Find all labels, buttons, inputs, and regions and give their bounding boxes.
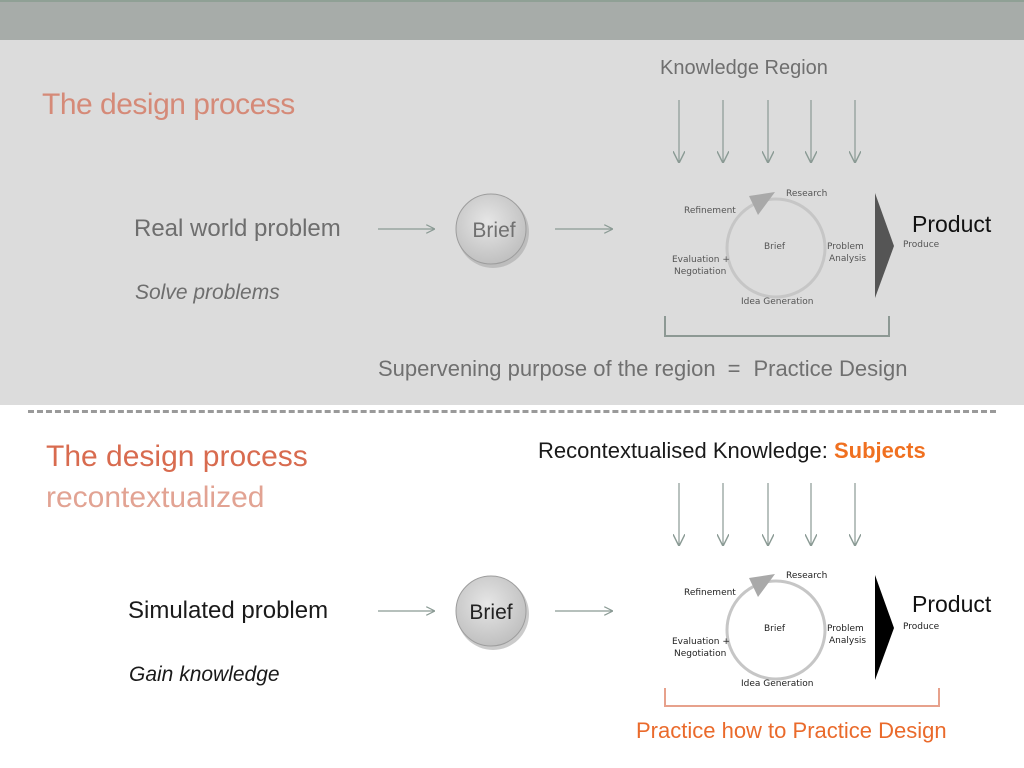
knowledge-region-label: Knowledge Region: [660, 57, 828, 79]
gain-knowledge-label: Gain knowledge: [129, 663, 280, 686]
cycle-problem: Problem: [827, 624, 864, 634]
cycle-negotiation: Negotiation: [674, 649, 726, 659]
subjects-label: Subjects: [833, 438, 926, 463]
product-arrow-icon: [875, 193, 894, 298]
bracket-icon: [664, 316, 890, 337]
bottom-product-label: Product: [912, 591, 992, 617]
simulated-problem-label: Simulated problem: [128, 597, 329, 624]
real-world-problem-label: Real world problem: [134, 215, 341, 242]
summary-left: Supervening purpose of the region: [378, 356, 716, 381]
cycle-analysis: Analysis: [829, 254, 866, 264]
bottom-brief-label: Brief: [469, 601, 512, 624]
bottom-title: The design process: [46, 440, 308, 473]
bottom-brief-circle: Brief: [455, 575, 529, 650]
cycle-research: Research: [786, 571, 827, 581]
top-brief-label: Brief: [472, 219, 515, 242]
cycle-idea-generation: Idea Generation: [741, 297, 814, 307]
summary-equals: =: [727, 356, 741, 381]
recontextualised-knowledge-label: Recontextualised Knowledge: Subjects: [538, 438, 926, 464]
cycle-idea-generation: Idea Generation: [741, 679, 814, 689]
top-brief-circle: Brief: [455, 193, 529, 268]
bracket-icon: [664, 688, 940, 707]
solve-problems-label: Solve problems: [135, 281, 280, 304]
cycle-center-brief: Brief: [764, 242, 786, 252]
product-arrow-icon: [875, 575, 894, 680]
summary-right: Practice Design: [753, 356, 908, 381]
cycle-research: Research: [786, 189, 827, 199]
bottom-produce-label: Produce: [903, 622, 940, 632]
cycle-analysis: Analysis: [829, 636, 866, 646]
top-design-cycle: Research Refinement Brief Problem Analys…: [672, 189, 866, 307]
practice-summary: Practice how to Practice Design: [636, 718, 947, 743]
top-title: The design process: [42, 88, 295, 121]
cycle-center-brief: Brief: [764, 624, 786, 634]
cycle-evaluation: Evaluation +: [672, 637, 730, 647]
bottom-knowledge-arrows: [679, 483, 855, 545]
top-produce-label: Produce: [903, 240, 940, 250]
cycle-negotiation: Negotiation: [674, 267, 726, 277]
bottom-design-cycle: Research Refinement Brief Problem Analys…: [672, 571, 866, 689]
cycle-refinement: Refinement: [684, 588, 736, 598]
recontextualised-knowledge-text: Recontextualised Knowledge:: [538, 438, 828, 463]
cycle-problem: Problem: [827, 242, 864, 252]
header-bar: [0, 0, 1024, 40]
supervening-purpose-summary: Supervening purpose of the region = Practi…: [378, 356, 908, 382]
top-product-label: Product: [912, 211, 992, 237]
cycle-evaluation: Evaluation +: [672, 255, 730, 265]
bottom-subtitle: recontextualized: [46, 481, 265, 514]
cycle-refinement: Refinement: [684, 206, 736, 216]
section-divider: [28, 410, 996, 413]
top-knowledge-arrows: [679, 100, 855, 162]
cycle-arrow-icon: [749, 192, 775, 215]
cycle-arrow-icon: [749, 574, 775, 597]
